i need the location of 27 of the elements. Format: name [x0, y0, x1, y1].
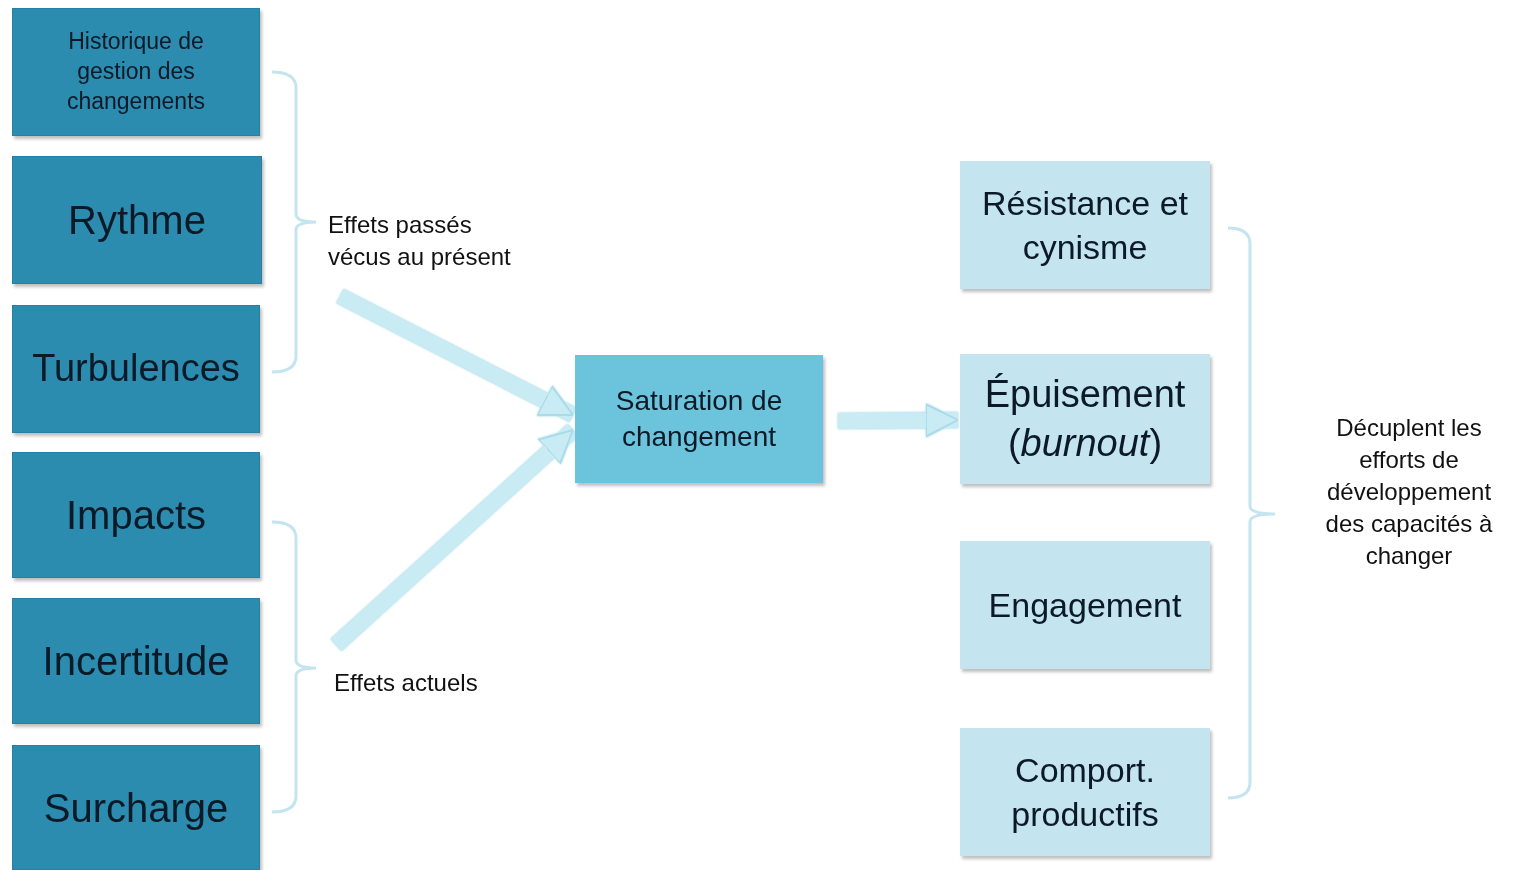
box-text: Comport. productifs [1010, 749, 1160, 835]
box-text: Incertitude [42, 638, 230, 685]
concept-box [12, 745, 260, 870]
box-text: Résistance et cynisme [981, 182, 1189, 268]
concept-box [960, 354, 1210, 484]
box-text: Rythme [68, 197, 206, 244]
block-arrow [837, 403, 959, 438]
box-text: Épuisement (burnout) [983, 371, 1187, 466]
concept-box [12, 305, 260, 433]
concept-box [12, 8, 260, 136]
concept-box [575, 355, 823, 483]
block-arrow [336, 288, 577, 423]
box-text: Saturation de changement [614, 383, 784, 454]
box-text: Historique de gestion des changements [65, 27, 207, 116]
concept-box [960, 728, 1210, 856]
effect-label: Effets actuels [334, 666, 514, 700]
effect-label: Effets passés vécus au présent [328, 208, 533, 274]
concept-box [12, 452, 260, 578]
box-text: Surcharge [43, 784, 229, 832]
concept-box [12, 598, 260, 724]
box-text: Turbulences [32, 346, 240, 392]
bracket-note: Décuplent les efforts de développement des capacités à changer [1324, 413, 1494, 571]
concept-box [960, 541, 1210, 669]
concept-box [12, 156, 262, 284]
box-text: Impacts [65, 492, 206, 539]
box-text: Engagement [988, 584, 1182, 626]
concept-box [960, 161, 1210, 289]
